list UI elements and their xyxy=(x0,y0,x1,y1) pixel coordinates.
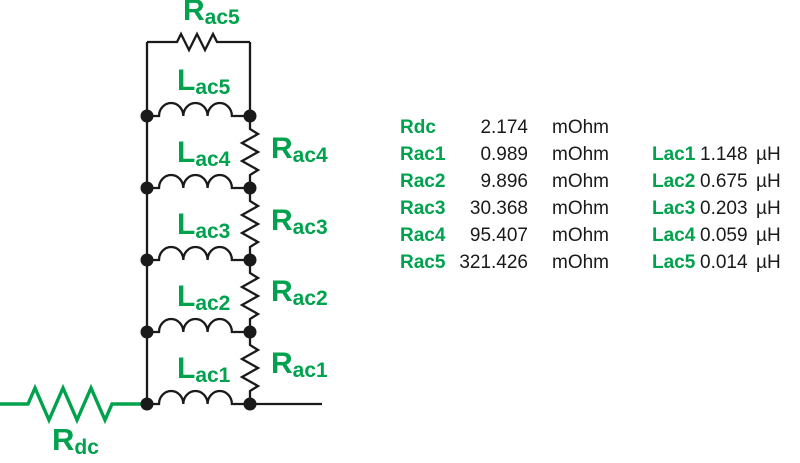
rac1-resistor-symbol xyxy=(239,332,261,404)
junction-dot xyxy=(243,325,257,339)
rac2-resistor-symbol xyxy=(239,260,261,332)
table-row: Rac3 30.368 mOhm Lac3 0.203 µH xyxy=(400,195,800,222)
table-row: Rac4 95.407 mOhm Lac4 0.059 µH xyxy=(400,222,800,249)
l-param-value: 0.675 xyxy=(700,171,748,192)
table-row: Rac2 9.896 mOhm Lac2 0.675 µH xyxy=(400,168,800,195)
label-rdc: Rdc xyxy=(52,422,99,459)
l-param-unit: µH xyxy=(756,144,781,165)
r-param-unit: mOhm xyxy=(552,144,609,165)
table-row: Rdc 2.174 mOhm xyxy=(400,114,800,141)
junction-dot xyxy=(243,109,257,123)
label-rac4: Rac4 xyxy=(271,132,328,167)
table-row: Rac1 0.989 mOhm Lac1 1.148 µH xyxy=(400,141,800,168)
junction-dot xyxy=(140,181,154,195)
junction-dot xyxy=(140,253,154,267)
l-param-value: 0.014 xyxy=(700,252,748,273)
l-param-unit: µH xyxy=(756,171,781,192)
r-param-value: 30.368 xyxy=(469,198,528,219)
r-param-value: 321.426 xyxy=(459,252,528,273)
rac3-resistor-symbol xyxy=(239,188,261,260)
r-param-name: Rac5 xyxy=(400,252,446,273)
l-param-value: 0.203 xyxy=(700,198,748,219)
l-param-value: 0.059 xyxy=(700,225,748,246)
lac3-inductor-symbol xyxy=(147,245,250,262)
r-param-value: 95.407 xyxy=(469,225,528,246)
l-param-value: 1.148 xyxy=(700,144,748,165)
r-param-value: 2.174 xyxy=(480,117,528,138)
l-param-name: Lac1 xyxy=(652,144,696,165)
r-param-name: Rac2 xyxy=(400,171,446,192)
lac4-inductor-symbol xyxy=(147,173,250,190)
r-param-unit: mOhm xyxy=(552,198,609,219)
junction-dot xyxy=(243,181,257,195)
lac2-inductor-symbol xyxy=(147,317,250,334)
l-param-unit: µH xyxy=(756,225,781,246)
junction-dot xyxy=(140,397,154,411)
r-param-unit: mOhm xyxy=(552,171,609,192)
l-param-name: Lac5 xyxy=(652,252,696,273)
label-rac1: Rac1 xyxy=(271,347,328,382)
label-rac2: Rac2 xyxy=(271,275,328,310)
l-param-unit: µH xyxy=(756,252,781,273)
r-param-value: 9.896 xyxy=(480,171,528,192)
r-param-name: Rdc xyxy=(400,117,436,138)
rac4-resistor-symbol xyxy=(239,116,261,188)
r-param-value: 0.989 xyxy=(480,144,528,165)
rdc-resistor-symbol xyxy=(0,383,147,425)
r-param-name: Rac3 xyxy=(400,198,446,219)
r-param-unit: mOhm xyxy=(552,225,609,246)
l-param-name: Lac2 xyxy=(652,171,696,192)
label-rac3: Rac3 xyxy=(271,204,328,239)
r-param-unit: mOhm xyxy=(552,117,609,138)
r-param-name: Rac4 xyxy=(400,225,446,246)
r-param-name: Rac1 xyxy=(400,144,446,165)
junction-dot xyxy=(140,109,154,123)
label-lac5: Lac5 xyxy=(177,64,231,99)
l-param-name: Lac4 xyxy=(652,225,696,246)
table-row: Rac5 321.426 mOhm Lac5 0.014 µH xyxy=(400,249,800,276)
lac1-inductor-symbol xyxy=(147,389,250,406)
label-lac2: Lac2 xyxy=(177,280,231,315)
junction-dot xyxy=(243,253,257,267)
rac5-resistor-symbol xyxy=(147,31,250,53)
junction-dots xyxy=(140,109,257,411)
junction-dot xyxy=(140,325,154,339)
label-lac1: Lac1 xyxy=(177,352,231,387)
label-lac4: Lac4 xyxy=(177,136,231,171)
junction-dot xyxy=(243,397,257,411)
l-param-name: Lac3 xyxy=(652,198,696,219)
label-rac5: Rac5 xyxy=(183,0,240,29)
label-lac3: Lac3 xyxy=(177,208,231,243)
r-param-unit: mOhm xyxy=(552,252,609,273)
l-param-unit: µH xyxy=(756,198,781,219)
lac5-inductor-symbol xyxy=(147,101,250,118)
